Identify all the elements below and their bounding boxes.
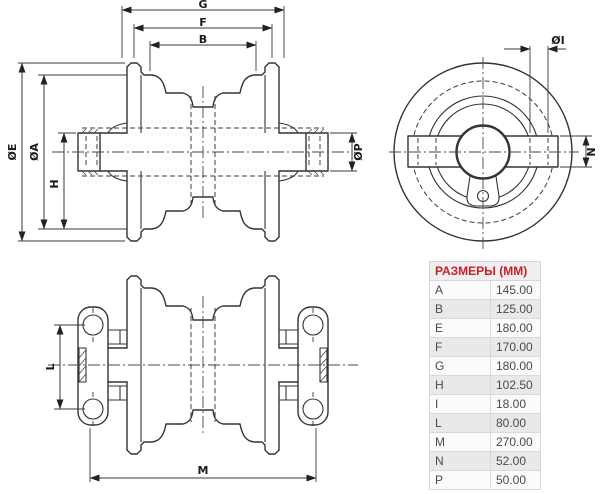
row-value-cell: 50.00 bbox=[490, 470, 541, 490]
table-header-row: РАЗМЕРЫ (ММ) bbox=[429, 261, 541, 281]
row-key-cell: B bbox=[429, 299, 491, 319]
row-key-cell: F bbox=[429, 337, 491, 357]
dim-label-f: F bbox=[199, 16, 207, 29]
row-value-cell: 52.00 bbox=[490, 451, 541, 471]
dim-label-h: H bbox=[48, 179, 61, 188]
dim-label-l: L bbox=[44, 363, 57, 370]
row-value-cell: 180.00 bbox=[490, 318, 541, 338]
row-key-cell: I bbox=[429, 394, 491, 414]
dim-label-b: B bbox=[199, 33, 207, 46]
dim-label-i: ØI bbox=[551, 34, 564, 47]
row-key-cell: M bbox=[429, 432, 491, 452]
row-value-cell: 125.00 bbox=[490, 299, 541, 319]
dim-label-a: ØA bbox=[28, 143, 41, 161]
row-key-cell: G bbox=[429, 356, 491, 376]
row-value-cell: 145.00 bbox=[490, 280, 541, 300]
row-key-cell: A bbox=[429, 280, 491, 300]
row-value-cell: 102.50 bbox=[490, 375, 541, 395]
row-value-cell: 80.00 bbox=[490, 413, 541, 433]
dim-label-g: G bbox=[198, 0, 207, 11]
dim-label-n: N bbox=[585, 147, 598, 156]
side-elevation-view: L M bbox=[44, 275, 358, 482]
dim-label-m: M bbox=[198, 464, 209, 477]
row-key-cell: L bbox=[429, 413, 491, 433]
row-value-cell: 270.00 bbox=[490, 432, 541, 452]
row-key-cell: E bbox=[429, 318, 491, 338]
cross-section-view: G F B ØE ØA H ØP bbox=[6, 0, 365, 242]
row-value-cell: 18.00 bbox=[490, 394, 541, 414]
row-value-cell: 180.00 bbox=[490, 356, 541, 376]
dim-label-e: ØE bbox=[6, 144, 19, 161]
row-key-cell: N bbox=[429, 451, 491, 471]
front-view: ØI N bbox=[389, 34, 598, 251]
row-value-cell: 170.00 bbox=[490, 337, 541, 357]
table-title: РАЗМЕРЫ (ММ) bbox=[429, 261, 541, 281]
row-key-cell: P bbox=[429, 470, 491, 490]
dim-label-p: ØP bbox=[352, 143, 365, 160]
row-key-cell: H bbox=[429, 375, 491, 395]
